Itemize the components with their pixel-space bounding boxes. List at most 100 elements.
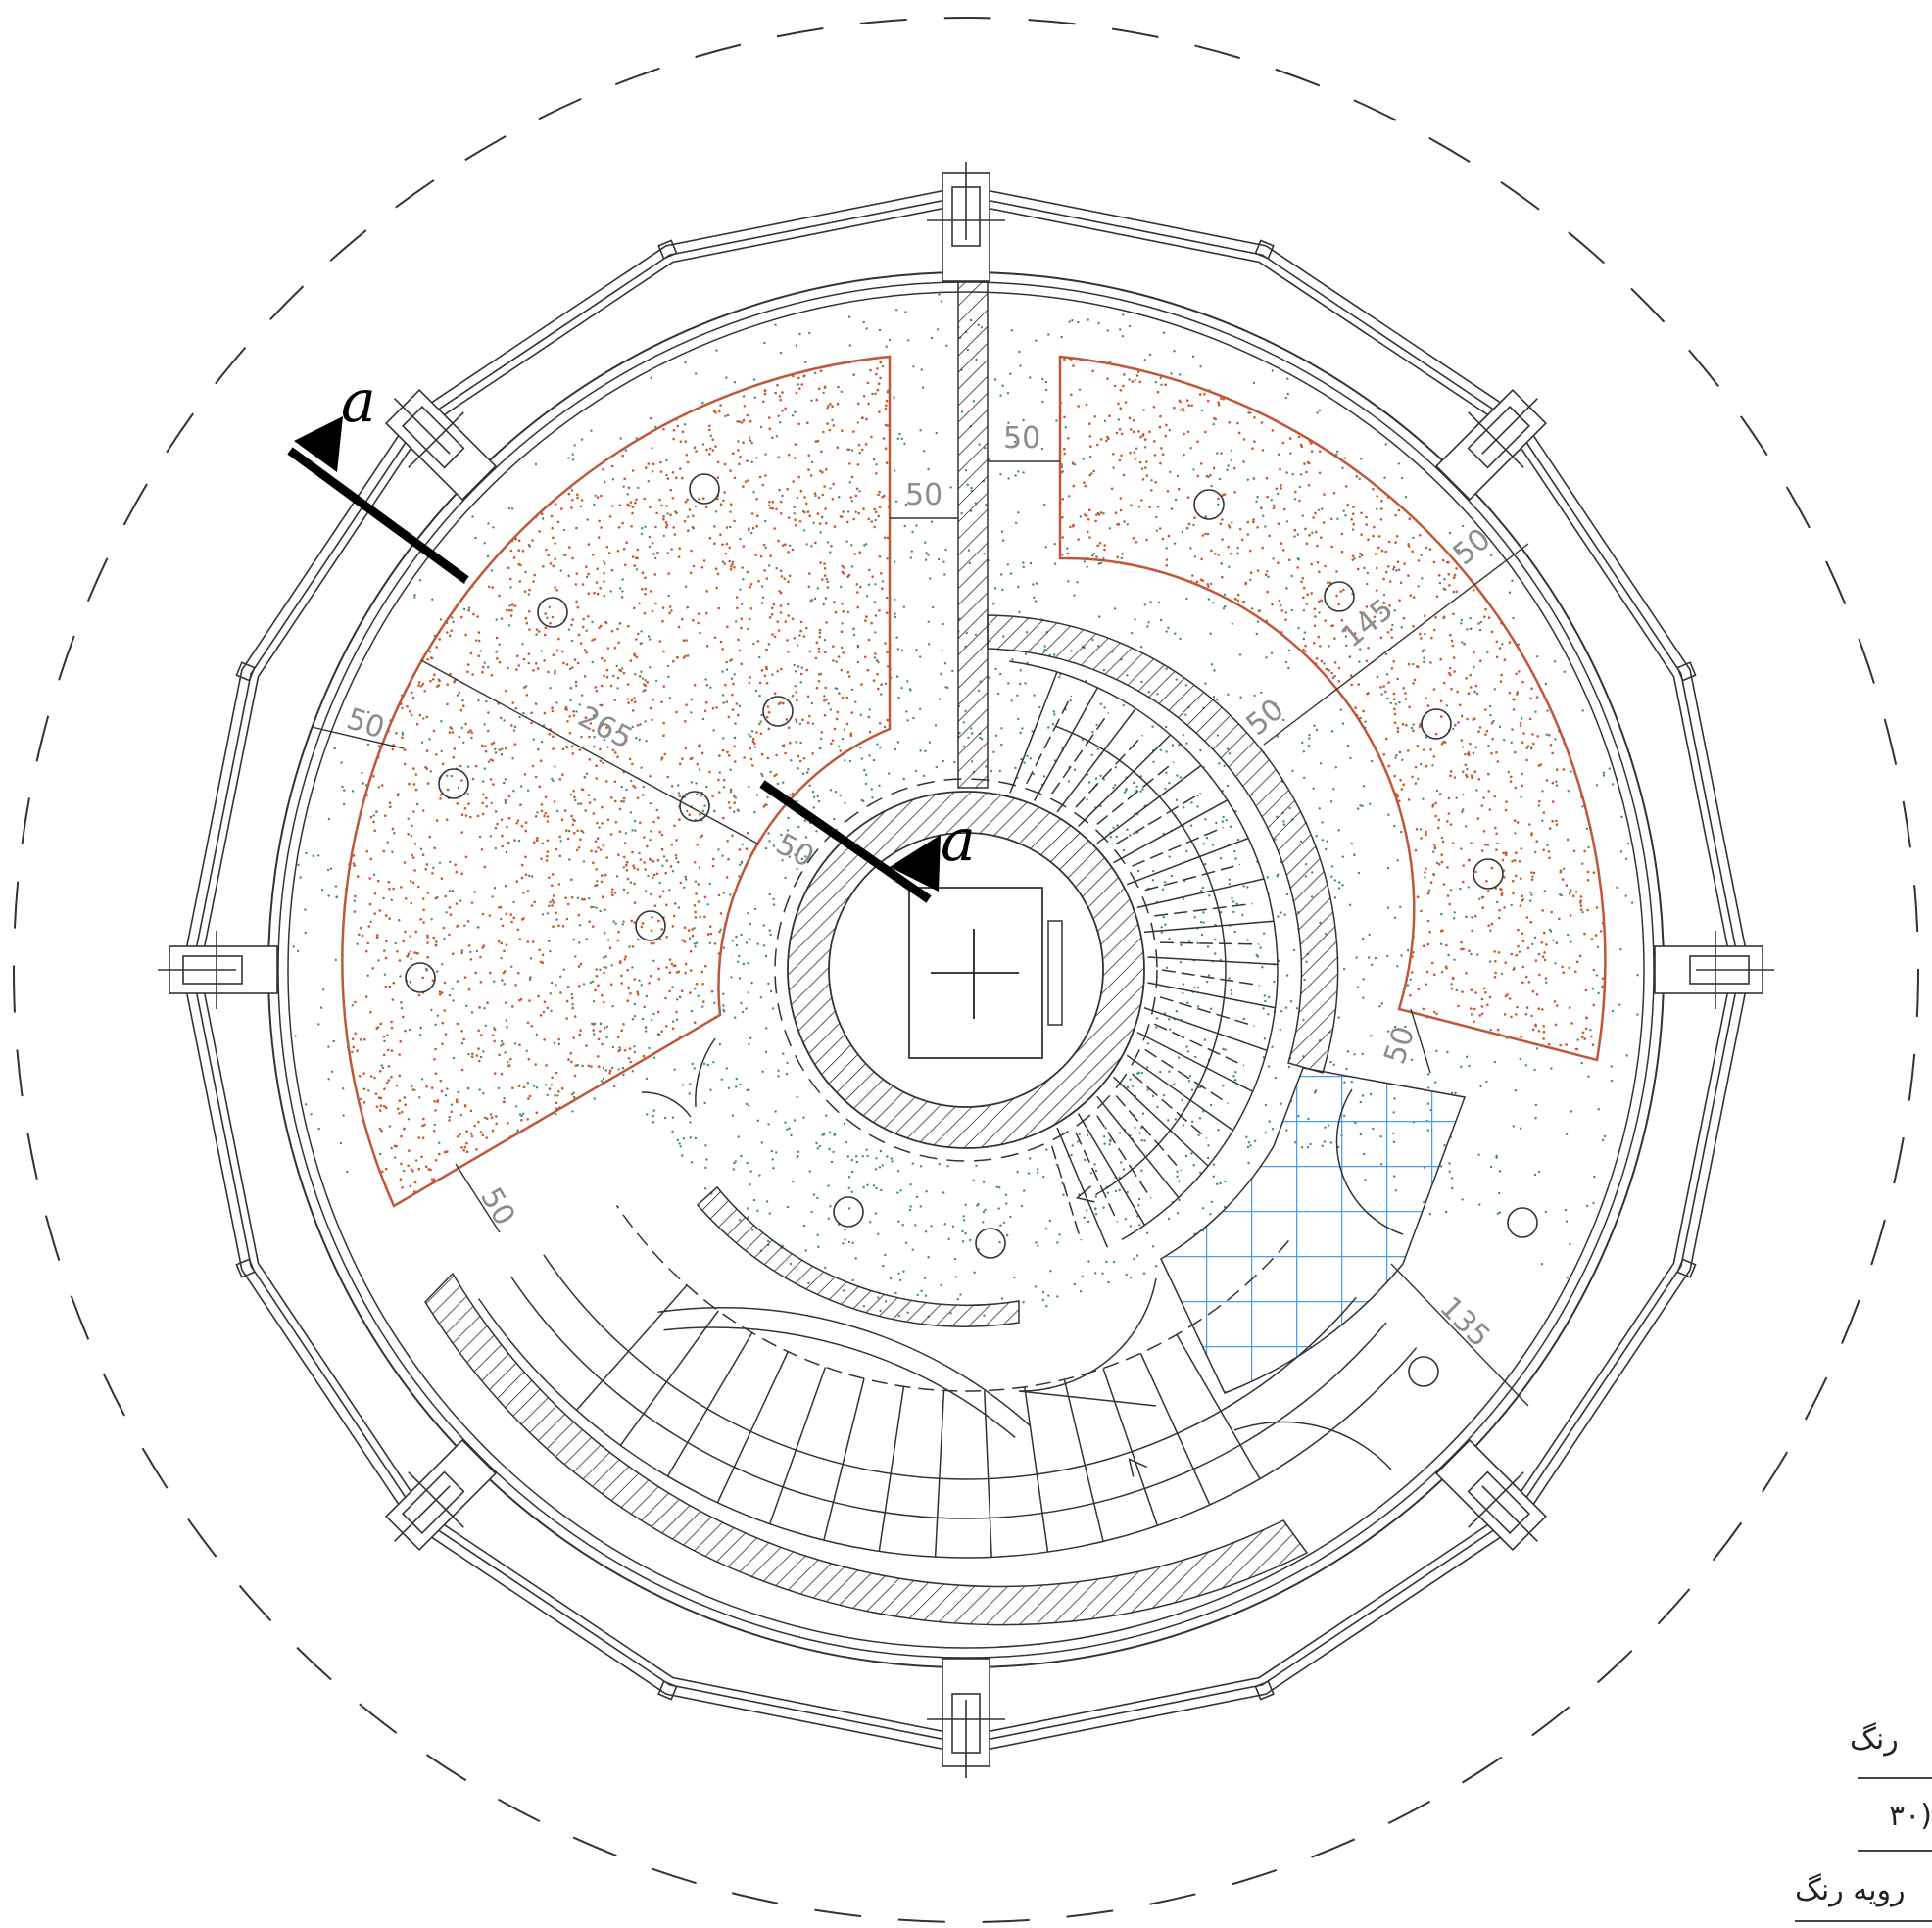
zone-speck: [507, 608, 511, 612]
floor-speck: [762, 944, 766, 947]
zone-speck: [1439, 699, 1443, 703]
zone-speck: [1252, 477, 1256, 480]
zone-speck: [697, 883, 700, 886]
zone-speck: [1399, 581, 1403, 584]
floor-speck: [879, 747, 882, 749]
zone-speck: [1132, 418, 1135, 422]
zone-speck: [831, 498, 835, 501]
floor-speck: [1212, 422, 1216, 426]
floor-speck: [1163, 1012, 1167, 1015]
floor-speck: [1359, 804, 1362, 807]
zone-speck: [1315, 530, 1318, 534]
zone-speck: [1455, 590, 1459, 594]
zone-speck: [637, 938, 640, 941]
floor-speck: [1587, 845, 1590, 849]
zone-speck: [561, 747, 565, 751]
zone-speck: [635, 498, 638, 502]
zone-speck: [1418, 632, 1422, 636]
zone-speck: [779, 500, 783, 504]
floor-speck: [1329, 1060, 1332, 1064]
floor-speck: [1151, 879, 1155, 882]
zone-speck: [1072, 523, 1075, 527]
zone-speck: [400, 1162, 403, 1166]
zone-speck: [878, 555, 882, 558]
zone-speck: [672, 526, 675, 529]
zone-speck: [644, 689, 647, 692]
zone-speck: [1484, 607, 1487, 611]
zone-speck: [572, 938, 576, 941]
floor-speck: [1581, 862, 1584, 865]
zone-speck: [662, 428, 665, 431]
zone-speck: [624, 955, 627, 958]
floor-speck: [1169, 470, 1172, 474]
zone-speck: [665, 903, 668, 907]
zone-speck: [1447, 812, 1451, 815]
floor-speck: [351, 1050, 354, 1054]
floor-speck: [745, 1007, 748, 1010]
floor-speck: [732, 1168, 735, 1171]
floor-speck: [1353, 1053, 1356, 1056]
floor-speck: [612, 920, 615, 923]
zone-speck: [833, 727, 837, 731]
floor-speck: [1297, 627, 1300, 630]
floor-speck: [1086, 1209, 1088, 1212]
floor-speck: [477, 926, 480, 929]
floor-speck: [792, 1180, 795, 1183]
floor-speck: [571, 1110, 574, 1113]
zone-speck: [571, 618, 574, 621]
floor-speck: [1175, 1010, 1179, 1013]
zone-speck: [1497, 951, 1501, 954]
zone-speck: [1359, 611, 1362, 614]
floor-speck: [1400, 954, 1403, 957]
zone-speck: [601, 874, 604, 877]
zone-speck: [527, 652, 531, 655]
floor-speck: [591, 620, 594, 624]
floor-speck: [483, 723, 486, 726]
zone-speck: [668, 605, 672, 608]
floor-speck: [1485, 1080, 1488, 1084]
zone-speck: [1521, 932, 1524, 935]
floor-speck: [811, 722, 815, 725]
zone-speck: [1442, 587, 1446, 591]
floor-speck: [1297, 558, 1300, 561]
zone-speck: [601, 1042, 604, 1046]
floor-speck: [1186, 1050, 1190, 1053]
floor-speck: [478, 835, 482, 839]
floor-speck: [927, 554, 930, 556]
floor-speck: [1032, 773, 1036, 776]
floor-speck: [440, 720, 443, 723]
zone-speck: [1210, 549, 1213, 553]
floor-speck: [808, 1170, 811, 1173]
zone-speck: [672, 429, 676, 432]
zone-speck: [371, 967, 375, 970]
zone-speck: [495, 636, 499, 640]
floor-speck: [881, 580, 885, 583]
zone-speck: [391, 747, 395, 751]
floor-speck: [1362, 937, 1365, 940]
floor-speck: [1174, 632, 1177, 635]
zone-speck: [842, 610, 845, 613]
floor-speck: [652, 470, 654, 473]
floor-speck: [607, 939, 610, 941]
zone-speck: [767, 727, 771, 731]
zone-speck: [601, 805, 604, 809]
floor-speck: [1007, 477, 1010, 480]
zone-speck: [538, 785, 542, 789]
zone-speck: [1196, 440, 1199, 444]
floor-speck: [487, 760, 491, 763]
zone-speck: [421, 976, 424, 980]
floor-speck: [1619, 948, 1622, 951]
zone-speck: [1271, 429, 1275, 432]
zone-speck: [884, 407, 888, 410]
zone-speck: [528, 999, 531, 1002]
zone-speck: [1386, 631, 1390, 634]
floor-speck: [1179, 637, 1182, 641]
floor-speck: [1037, 1171, 1039, 1174]
floor-speck: [1270, 651, 1274, 654]
zone-speck: [466, 793, 469, 795]
zone-speck: [795, 691, 797, 694]
zone-speck: [546, 854, 549, 858]
floor-speck: [760, 585, 764, 588]
floor-speck: [874, 583, 877, 586]
floor-speck: [403, 1169, 406, 1173]
